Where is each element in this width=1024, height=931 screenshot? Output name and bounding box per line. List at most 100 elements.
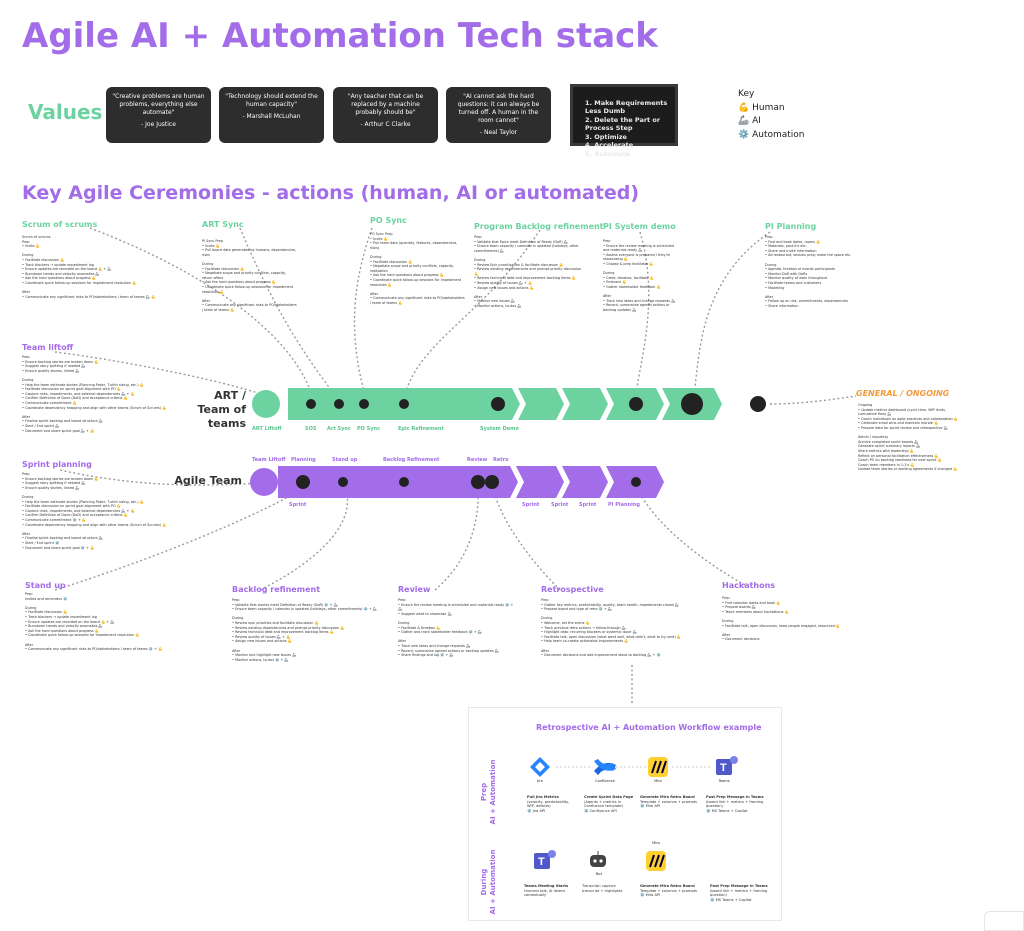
quote-author: - Joe Justice (141, 121, 176, 129)
band-label: Planning (291, 457, 316, 463)
quote-text: "Creative problems are human problems, e… (112, 93, 205, 117)
connector-line (635, 484, 746, 586)
section-title: Backlog refinement (232, 585, 321, 594)
section-body: PO Sync Prep • Invite 💪 • Pull team data… (370, 232, 465, 305)
during-step: Transcript: capture transcript + highlig… (582, 884, 623, 893)
app-name: Confluence (595, 779, 615, 783)
section-art-sync: ART Sync PI Sync Prep • Invite 💪 • Pull … (202, 220, 297, 313)
bot-icon (590, 851, 606, 867)
connector-line (239, 227, 336, 396)
quote-author: - Neal Taylor (479, 129, 518, 137)
ceremonies-title: Key Agile Ceremonies - actions (human, A… (22, 182, 640, 204)
quote-text: "AI cannot ask the hard questions: it ca… (457, 93, 540, 125)
muscle-icon: 💪 (738, 102, 750, 113)
corner-widget[interactable] (984, 911, 1024, 931)
section-body: Prep • Validate that Epics meet Definiti… (474, 235, 582, 308)
workflow-title: Retrospective AI + Automation Workflow e… (536, 723, 762, 732)
band-label: Sprint (522, 502, 540, 508)
band-label: Stand up (332, 457, 358, 463)
section-review: Review Prep • Ensure the review meeting … (398, 585, 518, 658)
band-label: PI Planning (608, 502, 640, 508)
book-line: 5. Automate (585, 149, 631, 158)
section-stand-up: Stand up Prep Invites and reminders ⚙️ D… (25, 581, 185, 652)
band-label: Sprint (289, 502, 307, 508)
section-title: Team liftoff (22, 343, 74, 352)
section-po-sync: PO Sync PO Sync Prep • Invite 💪 • Pull t… (370, 216, 465, 306)
band-label: Backlog Refinement (383, 457, 440, 463)
section-backlog-refinement: Backlog refinement Prep • Validate that … (232, 585, 382, 662)
section-hackathons: Hackathons Prep • Find calendar dates an… (722, 581, 862, 642)
app-name: Miro (654, 779, 662, 783)
prep-step: Pull Jira Metrics(velocity, predictabili… (527, 795, 570, 813)
section-body: Prep • Ensure backlog stories are broken… (22, 355, 167, 433)
section-body: Prep • Ensure backlog stories are broken… (22, 472, 167, 550)
quote-card-3: "Any teacher that can be replaced by a m… (333, 87, 438, 143)
section-body: PI Sync Prep • Invite 💪 • Pull board dat… (202, 239, 297, 312)
band-label: Review (467, 457, 488, 463)
confluence-icon (594, 759, 616, 775)
team-lane-label: Agile Team (174, 474, 242, 487)
band-label: Art Sync (327, 426, 351, 432)
section-title: Hackathons (722, 581, 776, 590)
quote-author: - Arthur C Clarke (360, 121, 411, 129)
section-scrum-of-scrums: Scrum of scrums Scrum of scrums Prep • I… (22, 220, 182, 299)
art-lane-label: ART / Team of teams (197, 389, 246, 430)
during-app-row: T (534, 850, 666, 871)
section-pi-planning: PI Planning Prep • Find and book dates, … (765, 222, 865, 309)
section-title: Stand up (25, 581, 66, 590)
musk-algorithm-image: 1. Make Requirements Less Dumb 2. Delete… (570, 84, 678, 158)
prep-step: Post Prep Message in Teams(board link + … (706, 795, 764, 813)
book-line: 3. Optimize (585, 132, 627, 141)
section-body: Prep • Ensure the review meeting is sche… (603, 239, 676, 312)
connector-line (259, 484, 349, 591)
section-body: Prep • Find and book dates, rooms 💪 • Ma… (765, 235, 852, 308)
section-title: Scrum of scrums (22, 220, 98, 229)
section-title: PI Planning (765, 222, 817, 231)
connector-line (491, 484, 561, 591)
during-step: Post Prep Message in Teams(board link + … (710, 884, 768, 902)
app-name: Teams (718, 779, 730, 783)
connector-line (693, 231, 771, 396)
section-body: Prep • Validate that stories meet Defini… (232, 598, 378, 662)
section-title: Retrospective (541, 585, 604, 594)
section-body: Prep • Find calendar dates and book 💪 • … (722, 596, 841, 642)
key-label-human: Human (752, 102, 785, 113)
section-title: PO Sync (370, 216, 407, 225)
section-team-liftoff: Team liftoff Prep • Ensure backlog stori… (22, 343, 172, 433)
art-lane-track (252, 388, 722, 420)
prep-step: Create Sprint Data Page(Agents + metrics… (584, 795, 634, 813)
svg-text:T: T (720, 762, 727, 774)
quote-text: "Any teacher that can be replaced by a m… (347, 93, 424, 117)
book-line: 2. Delete the Part or Process Step (585, 115, 661, 133)
connector-line (54, 484, 311, 591)
quote-card-1: "Creative problems are human problems, e… (106, 87, 211, 143)
jira-icon (530, 757, 550, 777)
band-label: SOS (305, 426, 317, 432)
key-label-automation: Automation (752, 129, 805, 140)
svg-text:T: T (538, 856, 545, 868)
section-program-backlog-refinement: Program Backlog refinement Prep • Valida… (474, 222, 604, 309)
key-legend: Key 💪 Human 🦾 AI ⚙️ Automation (738, 88, 805, 142)
band-label: Sprint (551, 502, 569, 508)
connector-line (635, 231, 650, 396)
workflow-prep-label: Prep AI + Automation (480, 759, 497, 825)
band-label: Epic Refinement (398, 426, 444, 432)
general-ongoing-title: GENERAL / ONGOING (856, 389, 950, 398)
general-ongoing-body: Ongoing • Update metrics dashboard (cycl… (858, 403, 958, 472)
band-label: Sprint (579, 502, 597, 508)
miro-icon (648, 757, 668, 777)
connector-line (59, 469, 263, 486)
section-body: Prep • Gather key metrics: predictabilit… (541, 598, 682, 658)
app-name: Miro (652, 841, 660, 845)
key-label-ai: AI (752, 116, 761, 126)
section-title: PI System demo (603, 222, 676, 231)
book-line: 4. Accelerate (585, 141, 634, 150)
app-name: Bot (596, 872, 602, 876)
band-label: ART Liftoff (252, 426, 282, 432)
section-body: Prep Invites and reminders ⚙️ During • F… (25, 592, 163, 652)
quote-text: "Technology should extend the human capa… (225, 93, 318, 109)
values-label: Values (28, 100, 103, 124)
band-label: Team Liftoff (252, 457, 286, 463)
